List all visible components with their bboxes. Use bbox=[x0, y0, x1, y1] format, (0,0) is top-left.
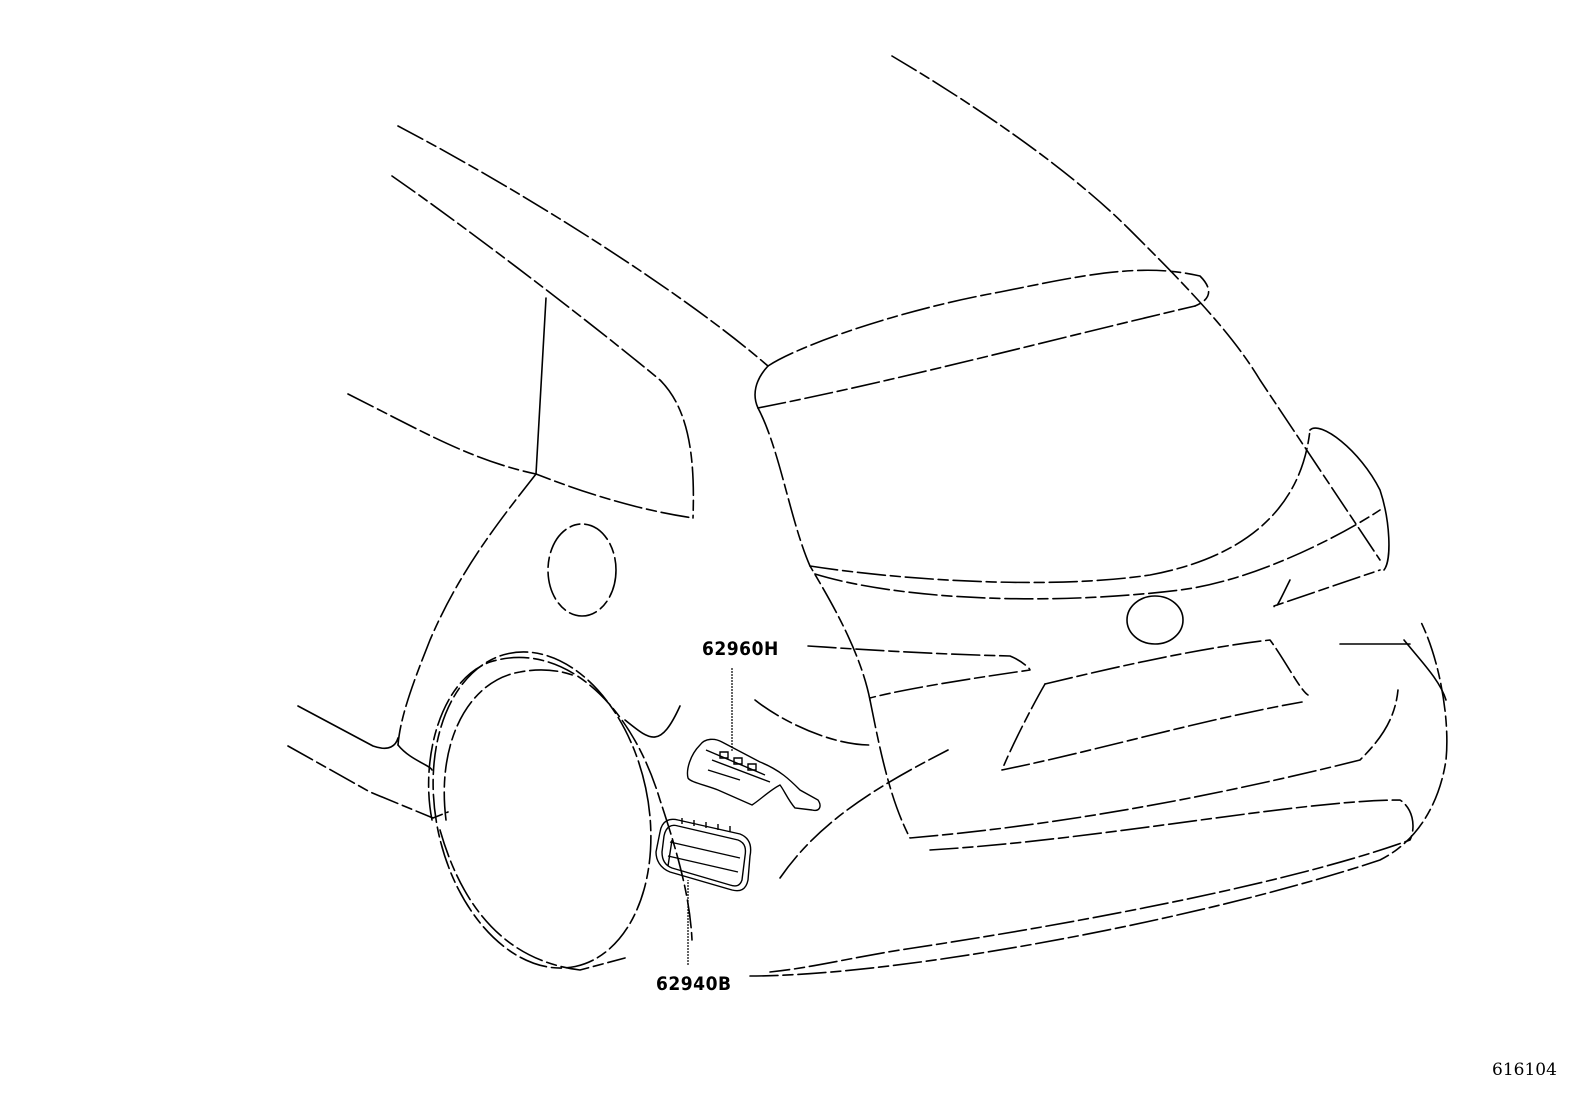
roof-outline bbox=[391, 55, 1381, 561]
fuel-door bbox=[547, 523, 617, 617]
rear-hatch bbox=[754, 269, 1390, 701]
tail-lights bbox=[807, 569, 1411, 699]
part-label-62940B[interactable]: 62940B bbox=[656, 973, 732, 995]
rear-bumper bbox=[749, 619, 1448, 977]
rear-wheel bbox=[432, 651, 652, 969]
wheel-arch bbox=[427, 651, 693, 971]
part-62960H-drawing[interactable] bbox=[686, 738, 821, 812]
figure-number: 616104 bbox=[1492, 1060, 1557, 1080]
part-label-62960H[interactable]: 62960H bbox=[702, 638, 779, 660]
side-window bbox=[347, 297, 694, 519]
part-62940B-drawing[interactable] bbox=[655, 818, 752, 892]
emblem bbox=[1126, 595, 1184, 645]
license-plate-area bbox=[1001, 639, 1309, 771]
body-side bbox=[287, 473, 537, 819]
